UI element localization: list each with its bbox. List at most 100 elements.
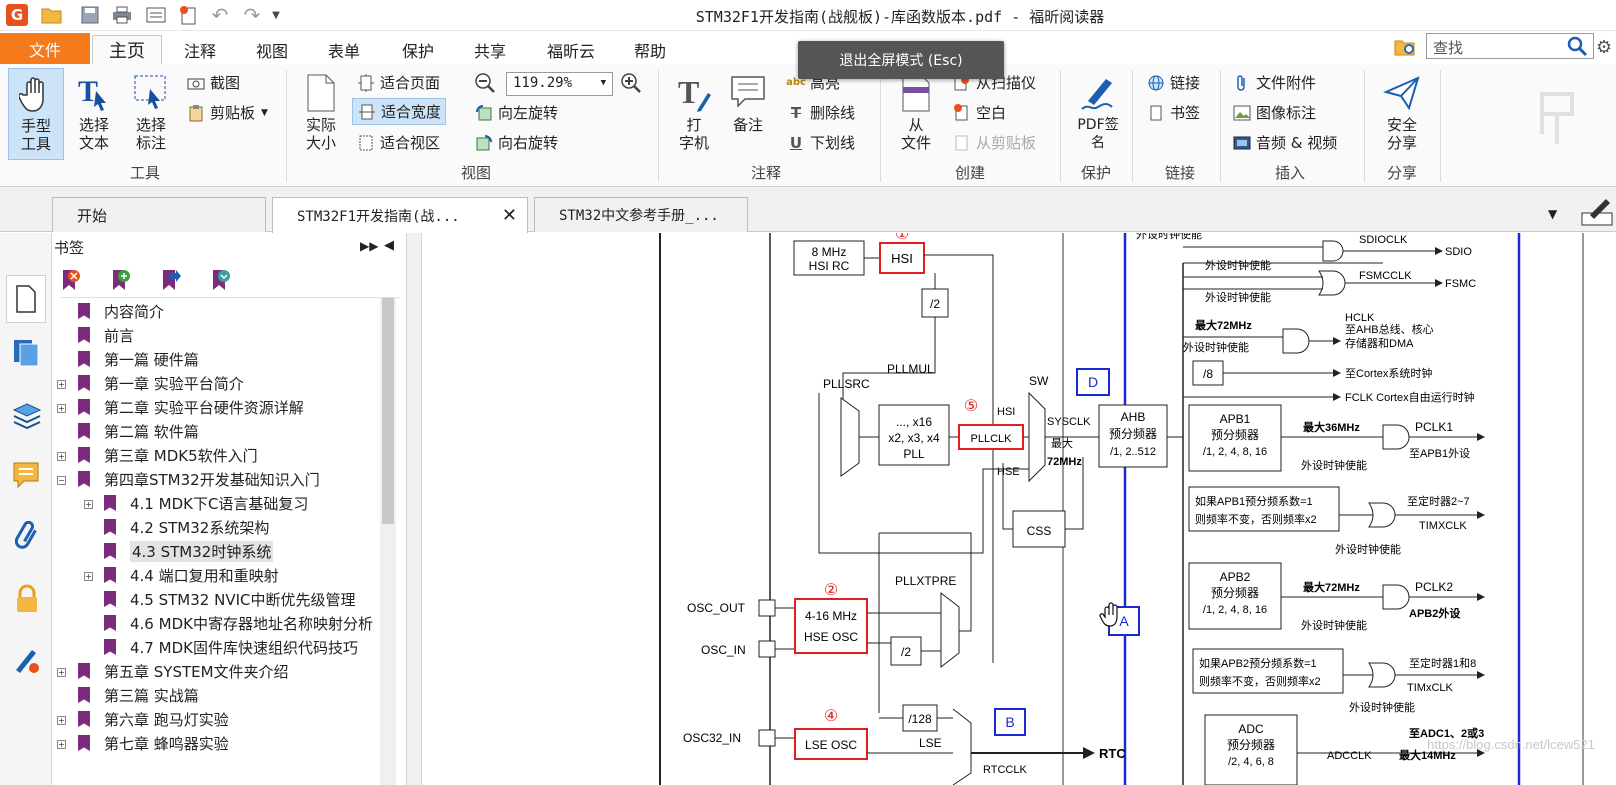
expand-toggle[interactable]: +	[57, 668, 66, 677]
properties-icon[interactable]	[144, 4, 168, 26]
rotate-right-button[interactable]: 向右旋转	[474, 132, 558, 153]
strikeout-button[interactable]: T 删除线	[786, 102, 855, 123]
bookmark-item[interactable]: 第三篇 实战篇	[78, 683, 199, 707]
panel-options-icon[interactable]: ▶▶	[360, 239, 379, 253]
comments-panel-icon[interactable]	[11, 459, 43, 491]
bookmark-item[interactable]: 内容简介	[78, 299, 164, 323]
bookmark-item[interactable]: 前言	[78, 323, 134, 347]
bookmark-item-selected[interactable]: 4.3 STM32时钟系统	[104, 539, 274, 563]
signatures-panel-icon[interactable]	[11, 645, 43, 677]
bookmarks-panel-icon[interactable]	[6, 275, 46, 323]
edit-mode-icon[interactable]	[1580, 195, 1614, 227]
tab-share[interactable]: 共享	[473, 41, 506, 61]
security-lock-icon[interactable]	[11, 583, 43, 615]
screenshot-button[interactable]: 截图	[186, 72, 240, 93]
tab-comment[interactable]: 注释	[183, 41, 216, 61]
select-text-button[interactable]: T 选择 文本	[72, 72, 116, 152]
hand-tool-button[interactable]: 手型 工具	[8, 68, 64, 160]
pages-panel-icon[interactable]	[11, 337, 43, 369]
doc-tab-stm32-reference[interactable]: STM32中文参考手册_...	[534, 197, 748, 232]
search-input[interactable]: 查找	[1426, 33, 1594, 59]
bookmark-item[interactable]: 第七章 蜂鸣器实验	[78, 731, 229, 755]
fit-width-button[interactable]: 适合宽度	[352, 98, 447, 125]
bookmark-item[interactable]: 4.7 MDK固件库快速组织代码技巧	[104, 635, 358, 659]
expand-toggle[interactable]: +	[84, 572, 93, 581]
expand-toggle[interactable]: +	[57, 380, 66, 389]
find-folder-icon[interactable]	[1394, 37, 1420, 59]
bookmark-item[interactable]: 4.1 MDK下C语言基础复习	[104, 491, 308, 515]
open-folder-icon[interactable]	[40, 4, 64, 26]
zoom-dropdown-icon[interactable]: ▼	[600, 78, 606, 88]
tab-home[interactable]: 主页	[92, 35, 162, 64]
expand-toggle[interactable]: +	[57, 740, 66, 749]
actual-size-button[interactable]: 实际 大小	[298, 72, 344, 152]
pdf-sign-button[interactable]: PDF签 名	[1068, 72, 1128, 152]
secure-share-button[interactable]: 安全 分享	[1372, 72, 1432, 152]
expand-toggle[interactable]: +	[84, 500, 93, 509]
bookmark-item[interactable]: 第四章STM32开发基础知识入门	[78, 467, 320, 491]
clipboard-dropdown-icon[interactable]: ▼	[261, 107, 268, 118]
settings-gear-icon[interactable]: ⚙	[1596, 37, 1613, 58]
save-icon[interactable]	[78, 4, 102, 26]
bookmark-item[interactable]: 第三章 MDK5软件入门	[78, 443, 258, 467]
select-annotation-button[interactable]: 选择 标注	[128, 72, 174, 152]
collapse-toggle[interactable]: −	[57, 476, 66, 485]
bookmark-item[interactable]: 4.6 MDK中寄存器地址名称映射分析	[104, 611, 380, 635]
undo-icon[interactable]: ↶	[211, 3, 229, 27]
redo-icon[interactable]: ↷	[243, 3, 261, 27]
panel-splitter[interactable]	[406, 233, 422, 785]
bookmark-item[interactable]: 第六章 跑马灯实验	[78, 707, 229, 731]
doc-tab-stm32f1-guide[interactable]: STM32F1开发指南(战... ✕	[272, 197, 528, 233]
zoom-level-select[interactable]: 119.29% ▼	[506, 72, 613, 96]
file-tab[interactable]: 文件	[0, 33, 90, 64]
collapse-panel-icon[interactable]: ◀	[384, 238, 394, 253]
search-icon[interactable]	[1566, 35, 1588, 57]
fit-page-button[interactable]: 适合页面	[356, 72, 440, 93]
bookmark-button[interactable]: 书签	[1146, 102, 1200, 123]
bookmark-item[interactable]: 第五章 SYSTEM文件夹介绍	[78, 659, 289, 683]
from-clipboard-button[interactable]: 从剪贴板	[952, 132, 1036, 153]
file-attachment-button[interactable]: 文件附件	[1232, 72, 1316, 93]
audio-video-button[interactable]: 音频 & 视频	[1232, 132, 1337, 153]
document-viewport[interactable]: 8 MHz HSI RC HSI ① /2 PLLSRC PLLMUL ...,…	[423, 233, 1616, 785]
bookmark-item[interactable]: 第一篇 硬件篇	[78, 347, 199, 371]
zoom-out-icon[interactable]	[474, 72, 498, 96]
new-doc-icon[interactable]	[176, 4, 200, 26]
layers-panel-icon[interactable]	[11, 399, 43, 431]
delete-bookmark-icon[interactable]	[60, 269, 82, 295]
tab-form[interactable]: 表单	[327, 41, 360, 61]
expand-bookmark-icon[interactable]	[210, 269, 232, 295]
move-bookmark-icon[interactable]	[160, 269, 182, 295]
expand-toggle[interactable]: +	[57, 404, 66, 413]
tab-help[interactable]: 帮助	[633, 41, 666, 61]
app-logo[interactable]: G	[6, 4, 28, 26]
attachments-panel-icon[interactable]	[11, 521, 43, 553]
bookmarks-scrollbar[interactable]	[380, 298, 396, 785]
bookmark-item[interactable]: 4.2 STM32系统架构	[104, 515, 269, 539]
fit-visible-button[interactable]: 适合视区	[356, 132, 440, 153]
image-annotation-button[interactable]: 图像标注	[1232, 102, 1316, 123]
zoom-in-icon[interactable]	[620, 72, 644, 96]
create-from-file-button[interactable]: 从 文件	[892, 72, 940, 152]
clipboard-button[interactable]: 剪贴板 ▼	[186, 102, 268, 123]
add-bookmark-icon[interactable]	[110, 269, 132, 295]
tab-protect[interactable]: 保护	[401, 41, 434, 61]
close-tab-icon[interactable]: ✕	[501, 205, 517, 226]
doc-tab-start[interactable]: 开始	[52, 197, 266, 232]
tab-foxit-cloud[interactable]: 福昕云	[546, 41, 595, 61]
expand-toggle[interactable]: +	[57, 452, 66, 461]
underline-button[interactable]: U 下划线	[786, 132, 855, 153]
blank-page-button[interactable]: 空白	[952, 102, 1006, 123]
link-button[interactable]: 链接	[1146, 72, 1200, 93]
rotate-left-button[interactable]: 向左旋转	[474, 102, 558, 123]
tab-view[interactable]: 视图	[255, 41, 288, 61]
print-icon[interactable]	[110, 4, 134, 26]
customize-dropdown-icon[interactable]: ▼	[272, 9, 280, 21]
scrollbar-thumb[interactable]	[382, 298, 394, 524]
tabs-dropdown-icon[interactable]: ▼	[1548, 207, 1558, 221]
bookmark-item[interactable]: 4.5 STM32 NVIC中断优先级管理	[104, 587, 355, 611]
bookmark-item[interactable]: 4.4 端口复用和重映射	[104, 563, 279, 587]
bookmark-item[interactable]: 第二章 实验平台硬件资源详解	[78, 395, 304, 419]
bookmark-item[interactable]: 第二篇 软件篇	[78, 419, 199, 443]
note-button[interactable]: 备注	[724, 72, 772, 134]
